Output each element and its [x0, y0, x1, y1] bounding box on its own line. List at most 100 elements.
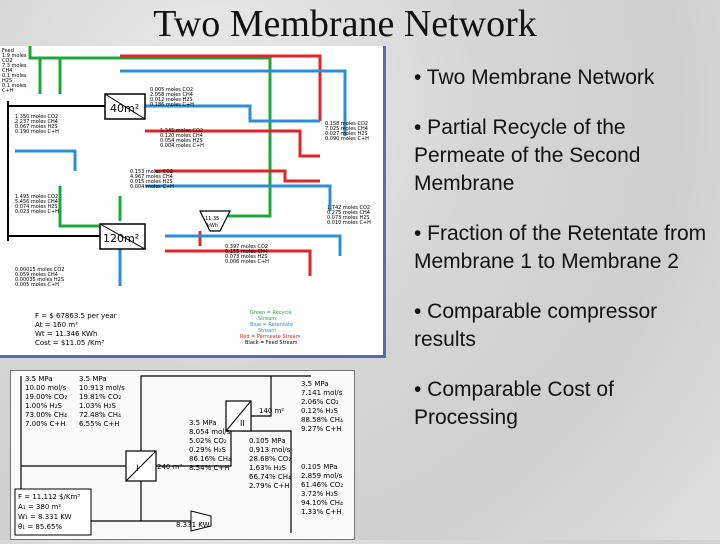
svg-text:3.72% H₂S: 3.72% H₂S [301, 490, 339, 498]
svg-text:61.46% CO₂: 61.46% CO₂ [301, 481, 343, 489]
permeate-lines [120, 54, 322, 276]
summary-line: θ₁ = 85.65% [18, 523, 62, 531]
svg-text:86.16% CH₄: 86.16% CH₄ [189, 455, 231, 463]
bullet-item: • Fraction of the Retentate from Membran… [414, 222, 707, 273]
recycle-lines [28, 46, 272, 228]
svg-text:0.913 mol/s: 0.913 mol/s [249, 446, 291, 454]
svg-text:4.967 moles CH4: 4.967 moles CH4 [130, 174, 173, 180]
stream-m2-feed: 1.495 moles CO2 5.456 moles CH4 0.074 mo… [15, 194, 59, 215]
membrane-2-divider [225, 400, 252, 432]
svg-text:0.120 moles CH4: 0.120 moles CH4 [160, 133, 203, 139]
membrane-2-divider [99, 223, 146, 250]
svg-text:3.5 MPa: 3.5 MPa [25, 375, 53, 383]
svg-text:1.495 moles CO2: 1.495 moles CO2 [15, 194, 58, 200]
network-diagram-2: I 240 m² II 140 m² 8.331 KW 3.5 MPa 10.0… [10, 370, 355, 540]
svg-text:0.073 moles H2S: 0.073 moles H2S [225, 254, 268, 260]
svg-text:0.005 moles C+H: 0.005 moles C+H [15, 282, 59, 288]
summary-line: F = $ 67863.5 per year [35, 312, 117, 320]
feed-text: H2S [2, 78, 12, 84]
legend-permeate: Red = Permeate Stream [240, 334, 301, 340]
svg-text:0.00035 moles H2S: 0.00035 moles H2S [15, 277, 64, 283]
summary-line: A₁ = 380 m² [18, 503, 61, 511]
svg-text:28.68% CO₂: 28.68% CO₂ [249, 455, 291, 463]
stream-right-low: 1.742 moles CO2 0.275 moles CH4 0.073 mo… [327, 205, 371, 226]
stream-right-out: 0.158 moles CO2 7.025 moles CH4 0.027 mo… [325, 121, 369, 142]
svg-text:0.158 moles CO2: 0.158 moles CO2 [325, 121, 368, 127]
feed-text: 1.9 moles [2, 53, 27, 59]
svg-text:19.00% CO₂: 19.00% CO₂ [25, 393, 67, 401]
compressor-value: 11.35 [205, 216, 219, 222]
membrane-1-label: 40m² [110, 102, 139, 115]
svg-text:9.27% C+H: 9.27% C+H [301, 425, 341, 433]
svg-text:0.027 moles H2S: 0.027 moles H2S [325, 131, 368, 137]
svg-text:2.06% CO₂: 2.06% CO₂ [301, 398, 339, 406]
svg-text:0.074 moles H2S: 0.074 moles H2S [15, 204, 58, 210]
svg-text:3.5 MPa: 3.5 MPa [301, 380, 329, 388]
svg-text:0.073 moles H2S: 0.073 moles H2S [327, 215, 370, 221]
svg-text:10.00 mol/s: 10.00 mol/s [25, 384, 67, 392]
summary-box [14, 488, 92, 536]
svg-text:8.054 mol/s: 8.054 mol/s [189, 428, 231, 436]
svg-text:0.006 moles C+H: 0.006 moles C+H [225, 259, 269, 265]
stream-recycle-mid: 1.345 moles CO2 0.120 moles CH4 0.054 mo… [160, 128, 204, 149]
stream-mid: 3.5 MPa 8.054 mol/s 5.02% CO₂ 0.29% H₂S … [189, 419, 231, 472]
svg-text:0.004 moles C+H: 0.004 moles C+H [130, 184, 174, 190]
stream-labels: 0.005 moles CO2 2.058 moles CH4 0.012 mo… [15, 87, 371, 288]
svg-text:7.00% C+H: 7.00% C+H [25, 420, 65, 428]
compressor-icon [199, 210, 231, 232]
summary-line: W₁ = 8.331 KW [18, 513, 72, 521]
diagram1-legend: Green = Recycle Stream Blue = Retentate … [240, 310, 301, 346]
svg-text:0.023 moles C+H: 0.023 moles C+H [15, 209, 59, 215]
compressor-unit: kWh [207, 223, 218, 229]
bullet-list: • Two Membrane Network • Partial Recycle… [414, 64, 714, 454]
legend-recycle-2: Stream [258, 316, 276, 322]
bullet-item: • Partial Recycle of the Permeate of the… [414, 116, 641, 195]
membrane-2-label: 120m² [103, 232, 139, 245]
svg-text:1.63% H₂S: 1.63% H₂S [249, 464, 287, 472]
svg-text:0.015 moles H2S: 0.015 moles H2S [130, 179, 173, 185]
membrane-1-area: 240 m² [157, 463, 182, 471]
stream-mid-block: 0.153 moles CO2 4.967 moles CH4 0.015 mo… [130, 169, 174, 190]
feed-text: C+H [2, 88, 14, 94]
svg-text:0.29% H₂S: 0.29% H₂S [189, 446, 227, 454]
svg-text:1.742 moles CO2: 1.742 moles CO2 [327, 205, 370, 211]
svg-text:0.00015 moles CO2: 0.00015 moles CO2 [15, 267, 64, 273]
bullet-item: • Two Membrane Network [414, 66, 655, 89]
svg-text:1.350 moles CO2: 1.350 moles CO2 [15, 114, 58, 120]
svg-text:0.054 moles H2S: 0.054 moles H2S [160, 138, 203, 144]
stream-perm: 0.105 MPa 0.913 mol/s 28.68% CO₂ 1.63% H… [249, 437, 291, 490]
svg-text:0.004 moles C+H: 0.004 moles C+H [160, 143, 204, 149]
svg-text:6.55% C+H: 6.55% C+H [79, 420, 119, 428]
svg-text:1.00% H₂S: 1.00% H₂S [25, 402, 63, 410]
svg-text:8.54% C+H: 8.54% C+H [189, 464, 229, 472]
stream-m1-permeate: 0.005 moles CO2 2.058 moles CH4 0.012 mo… [150, 87, 194, 108]
feed-text: Feed [2, 48, 14, 54]
feed-lines [7, 101, 105, 241]
col2: 3.5 MPa 10.913 mol/s 19.81% CO₂ 1.03% H₂… [79, 375, 125, 428]
compressor-kw: 8.331 KW [176, 521, 210, 529]
svg-text:0.067 moles H2S: 0.067 moles H2S [15, 124, 58, 130]
svg-text:0.155 moles CH4: 0.155 moles CH4 [225, 249, 268, 255]
svg-text:88.58% CH₄: 88.58% CH₄ [301, 416, 343, 424]
svg-text:0.186 moles C+H: 0.186 moles C+H [150, 102, 194, 108]
svg-text:0.397 moles CO2: 0.397 moles CO2 [225, 244, 268, 250]
svg-text:7.025 moles CH4: 7.025 moles CH4 [325, 126, 368, 132]
svg-text:2.859 mol/s: 2.859 mol/s [301, 472, 343, 480]
svg-text:0.090 moles C+H: 0.090 moles C+H [325, 136, 369, 142]
legend-retentate: Blue = Retentate [250, 322, 293, 328]
svg-text:0.012 moles H2S: 0.012 moles H2S [150, 97, 193, 103]
stream-comp-out: 0.397 moles CO2 0.155 moles CH4 0.073 mo… [225, 244, 269, 265]
svg-text:10.913 mol/s: 10.913 mol/s [79, 384, 125, 392]
compressor-icon [190, 510, 212, 532]
membrane-1-mark: I [136, 464, 139, 474]
feed-text: 0.1 moles [2, 83, 27, 89]
svg-text:1.345 moles CO2: 1.345 moles CO2 [160, 128, 203, 134]
legend-feed: Black = Feed Stream [245, 340, 298, 346]
svg-text:2.237 moles CH4: 2.237 moles CH4 [15, 119, 58, 125]
svg-text:3.5 MPa: 3.5 MPa [189, 419, 217, 427]
svg-text:66.74% CH₄: 66.74% CH₄ [249, 473, 291, 481]
membrane-1-divider [125, 450, 157, 482]
svg-text:3.5 MPa: 3.5 MPa [79, 375, 107, 383]
membrane-2-area: 140 m² [259, 407, 284, 415]
diagram1-summary: F = $ 67863.5 per year At = 160 m² Wt = … [35, 312, 117, 347]
